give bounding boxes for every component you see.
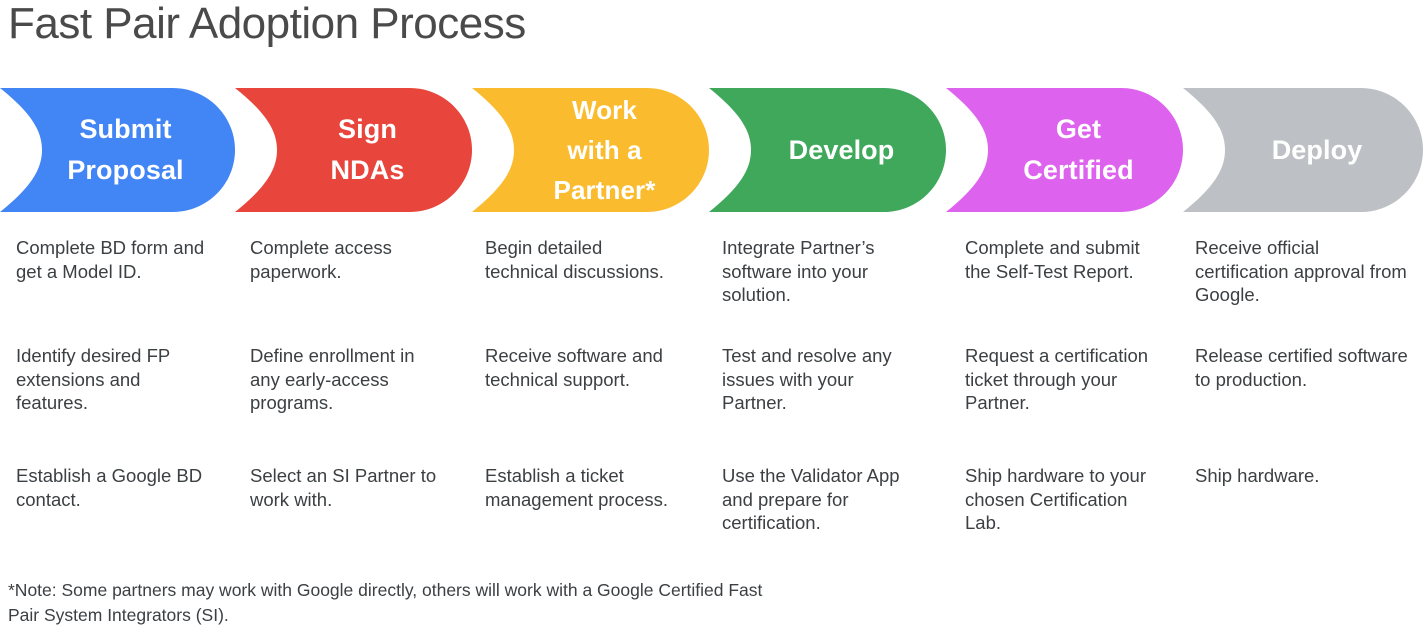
stage-banner-label: Sign NDAs [330,114,405,185]
process-stage-banners: Submit Proposal Sign NDAs Work with a Pa… [0,88,1423,212]
stage-banner-label: Deploy [1271,134,1363,165]
stage-detail-item: Request a certification ticket through y… [965,345,1149,413]
footnote-note: *Note: Some partners may work with Googl… [8,580,763,625]
stage-detail-item: Establish a Google BD contact. [16,465,203,510]
chevron-path [1183,88,1423,212]
chevron-path [946,88,1183,212]
stage-detail-item: Select an SI Partner to work with. [250,465,437,510]
stage-detail-item: Integrate Partner’s software into your s… [722,237,875,305]
stage-details-row-1: Complete BD form and get a Model ID. Com… [0,236,1423,344]
chevron-shape-icon [0,88,235,212]
stage-detail-item: Complete BD form and get a Model ID. [16,237,205,282]
stage-banner-deploy[interactable]: Deploy [1183,88,1423,212]
stage-banner-label: Develop [788,134,895,165]
stage-details-row-2: Identify desired FP extensions and featu… [0,344,1423,464]
stage-detail-item: Release certified software to production… [1195,345,1408,390]
stage-banner-submit-proposal[interactable]: Submit Proposal [0,88,235,212]
stage-detail-item: Receive official certification approval … [1195,237,1407,305]
stage-banner-label: Work with a Partner* [553,95,656,205]
stage-details-row-3: Establish a Google BD contact. Select an… [0,464,1423,554]
stage-detail-item: Receive software and technical support. [485,345,663,390]
stage-detail-item: Define enrollment in any early-access pr… [250,345,415,413]
stage-detail-item: Test and resolve any issues with your Pa… [722,345,892,413]
stage-detail-item: Establish a ticket management process. [485,465,669,510]
stage-banner-label: Get Certified [1023,114,1134,185]
chevron-path [472,88,709,212]
stage-banner-develop[interactable]: Develop [709,88,946,212]
chevron-shape-icon [472,88,709,212]
stage-banner-label: Submit Proposal [67,114,184,185]
stage-banner-work-with-a-partner[interactable]: Work with a Partner* [472,88,709,212]
stage-detail-item: Identify desired FP extensions and featu… [16,345,170,413]
stage-detail-item: Complete and submit the Self-Test Report… [965,237,1140,282]
stage-details-grid: Complete BD form and get a Model ID. Com… [0,236,1423,554]
chevron-shape-icon [235,88,472,212]
stage-detail-item: Ship hardware. [1195,465,1320,486]
stage-detail-item: Use the Validator App and prepare for ce… [722,465,900,533]
stage-banner-get-certified[interactable]: Get Certified [946,88,1183,212]
chevron-path [0,88,235,212]
chevron-shape-icon [709,88,946,212]
chevron-path [235,88,472,212]
chevron-shape-icon [1183,88,1423,212]
stage-banner-sign-ndas[interactable]: Sign NDAs [235,88,472,212]
stage-detail-item: Begin detailed technical discussions. [485,237,664,282]
stage-detail-item: Complete access paperwork. [250,237,392,282]
chevron-path [709,88,946,212]
page-title: Fast Pair Adoption Process [8,0,526,48]
stage-detail-item: Ship hardware to your chosen Certificati… [965,465,1146,533]
chevron-shape-icon [946,88,1183,212]
